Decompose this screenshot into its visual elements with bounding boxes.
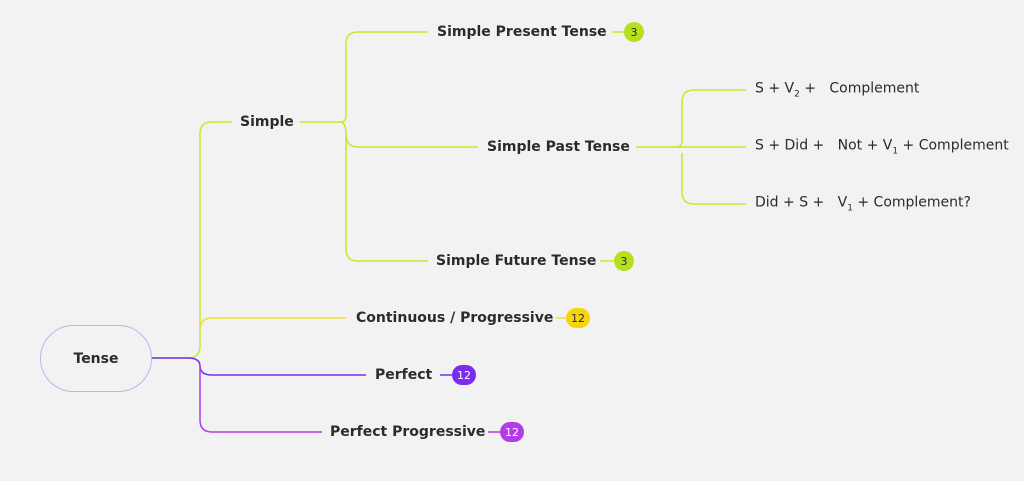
formula-question-subscript: 1 bbox=[847, 203, 853, 214]
formula-positive-subscript: 2 bbox=[794, 89, 800, 100]
link-simple-to-future bbox=[345, 134, 428, 262]
link-past-to-question bbox=[681, 153, 746, 205]
branch-perfect[interactable]: Perfect bbox=[375, 367, 433, 383]
link-root-to-perfect-progressive bbox=[199, 366, 322, 433]
perfect-progressive-count-badge: 12 bbox=[500, 422, 524, 442]
link-root-to-simple bbox=[152, 121, 232, 359]
formula-positive-part1: S + V bbox=[755, 80, 795, 97]
formula-negative[interactable]: S + Did + Not + V1 + Complement bbox=[755, 138, 1009, 157]
link-simple-to-past bbox=[339, 121, 478, 148]
node-simple-present-tense[interactable]: Simple Present Tense bbox=[437, 24, 607, 40]
link-simple-trunk bbox=[300, 31, 428, 123]
link-past-trunk bbox=[636, 89, 746, 148]
formula-positive[interactable]: S + V2 + Complement bbox=[755, 81, 919, 100]
formula-question[interactable]: Did + S + V1 + Complement? bbox=[755, 195, 971, 214]
branch-perfect-progressive[interactable]: Perfect Progressive bbox=[330, 424, 486, 440]
formula-question-part2: + Complement? bbox=[852, 194, 971, 211]
formula-positive-part2: + Complement bbox=[799, 80, 920, 97]
future-count-badge: 3 bbox=[614, 251, 634, 271]
root-node-tense[interactable]: Tense bbox=[40, 325, 152, 392]
link-root-to-continuous bbox=[199, 317, 346, 331]
continuous-count-badge: 12 bbox=[566, 308, 590, 328]
branch-simple[interactable]: Simple bbox=[240, 114, 294, 130]
node-simple-future-tense[interactable]: Simple Future Tense bbox=[436, 253, 597, 269]
formula-negative-subscript: 1 bbox=[892, 146, 899, 157]
branch-continuous-progressive[interactable]: Continuous / Progressive bbox=[356, 310, 554, 326]
perfect-count-badge: 12 bbox=[452, 365, 476, 385]
formula-negative-part2: + Complement bbox=[898, 137, 1009, 154]
formula-negative-part1: S + Did + Not + V bbox=[755, 137, 893, 154]
node-simple-past-tense[interactable]: Simple Past Tense bbox=[487, 139, 630, 155]
formula-question-part1: Did + S + V bbox=[755, 194, 848, 211]
link-root-to-perfect bbox=[152, 357, 366, 376]
root-label: Tense bbox=[73, 350, 119, 367]
present-count-badge: 3 bbox=[624, 22, 644, 42]
